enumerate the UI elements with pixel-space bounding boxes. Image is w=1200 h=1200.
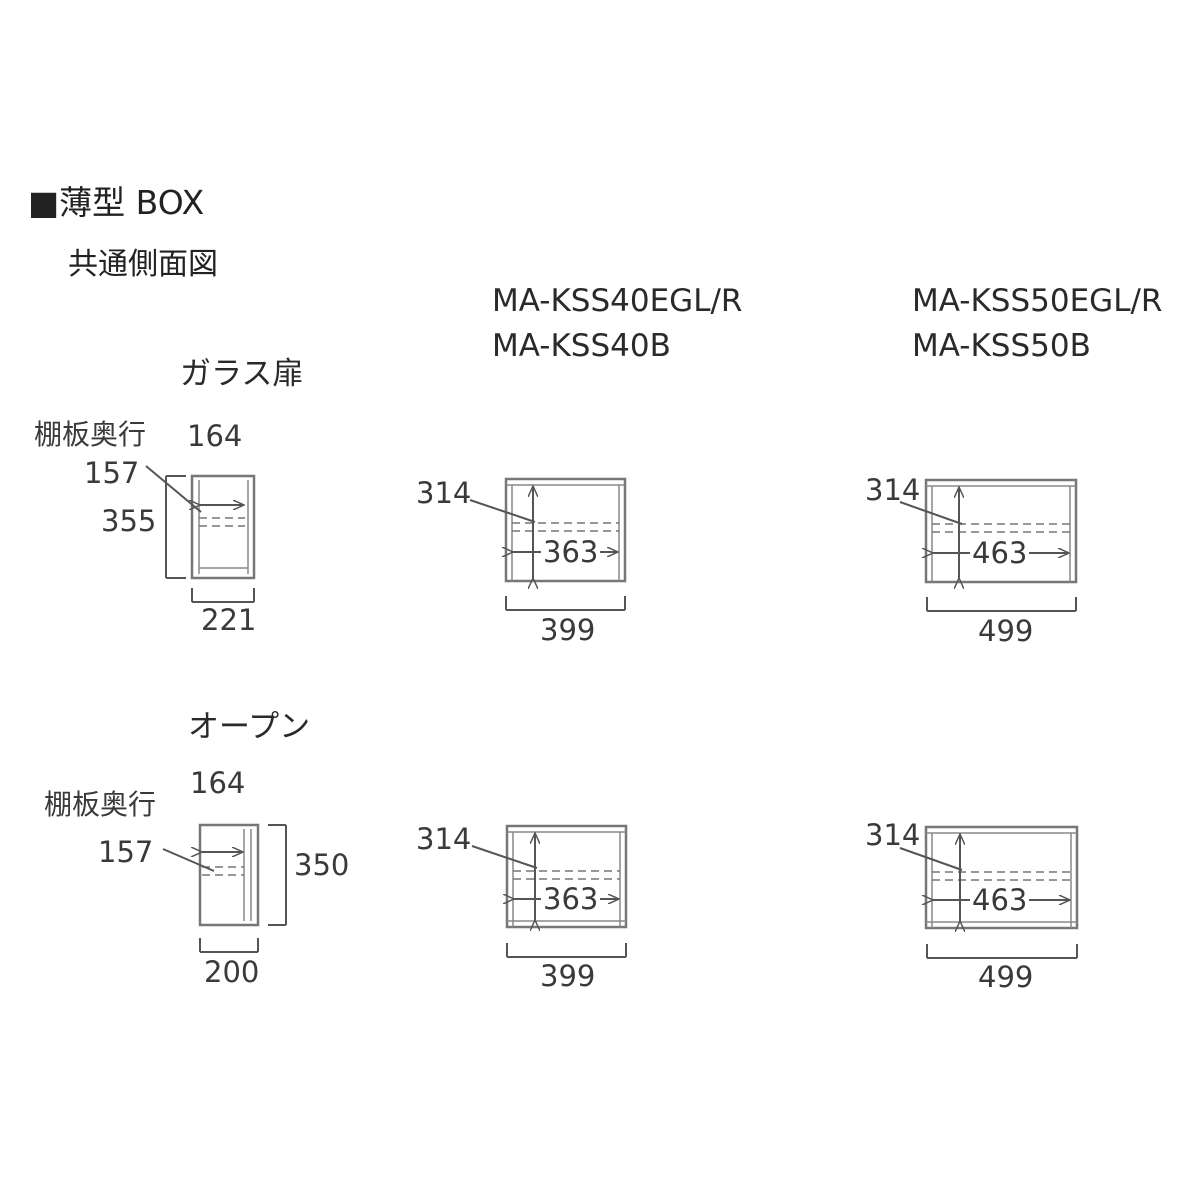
model-name-40-glass: MA-KSS40EGL/R [492, 283, 743, 319]
open-inner-depth-value: 157 [98, 835, 154, 869]
glass-w40-front-view [469, 477, 627, 611]
open-w40-inner-width-value: 363 [541, 882, 601, 916]
open-w40-width-value: 399 [540, 959, 596, 993]
open-side-view [162, 823, 287, 953]
page-title: ■薄型 BOX [28, 183, 205, 222]
glass-w50-front-view [899, 478, 1078, 612]
open-w50-inner-height-value: 314 [865, 818, 921, 852]
model-name-40-open: MA-KSS40B [492, 328, 671, 364]
open-w40-inner-height-value: 314 [416, 822, 472, 856]
glass-w40-width-value: 399 [540, 613, 596, 647]
model-name-50-glass: MA-KSS50EGL/R [912, 283, 1163, 319]
glass-shelf-depth-label: 棚板奥行 [34, 418, 147, 451]
model-name-50-open: MA-KSS50B [912, 328, 1091, 364]
section-label-open: オープン [188, 709, 311, 745]
glass-side-view [145, 465, 256, 603]
open-shelf-depth-label: 棚板奥行 [44, 788, 157, 821]
open-side-cabinet-outline [198, 823, 260, 927]
page-subtitle: 共通側面図 [68, 247, 218, 282]
glass-inner-depth-value: 157 [84, 456, 140, 490]
glass-depth-value: 221 [201, 603, 257, 637]
open-w50-width-value: 499 [978, 960, 1034, 994]
glass-w50-inner-height-value: 314 [865, 473, 921, 507]
open-depth-value: 200 [204, 955, 260, 989]
glass-shelf-depth-value: 164 [187, 419, 243, 453]
glass-side-cabinet-outline [190, 474, 256, 580]
open-shelf-depth-value: 164 [190, 766, 246, 800]
open-w50-front-view [899, 825, 1079, 959]
glass-w50-width-value: 499 [978, 614, 1034, 648]
glass-w50-inner-width-value: 463 [970, 536, 1030, 570]
glass-w40-inner-width-value: 363 [541, 535, 601, 569]
section-label-glass: ガラス扉 [180, 356, 304, 392]
glass-side-inner-depth-leader [145, 465, 202, 513]
open-height-value: 350 [294, 848, 350, 882]
glass-w40-inner-height-value: 314 [416, 476, 472, 510]
glass-height-value: 355 [101, 504, 157, 538]
open-w50-inner-width-value: 463 [970, 883, 1030, 917]
open-side-inner-depth-leader [162, 848, 215, 872]
